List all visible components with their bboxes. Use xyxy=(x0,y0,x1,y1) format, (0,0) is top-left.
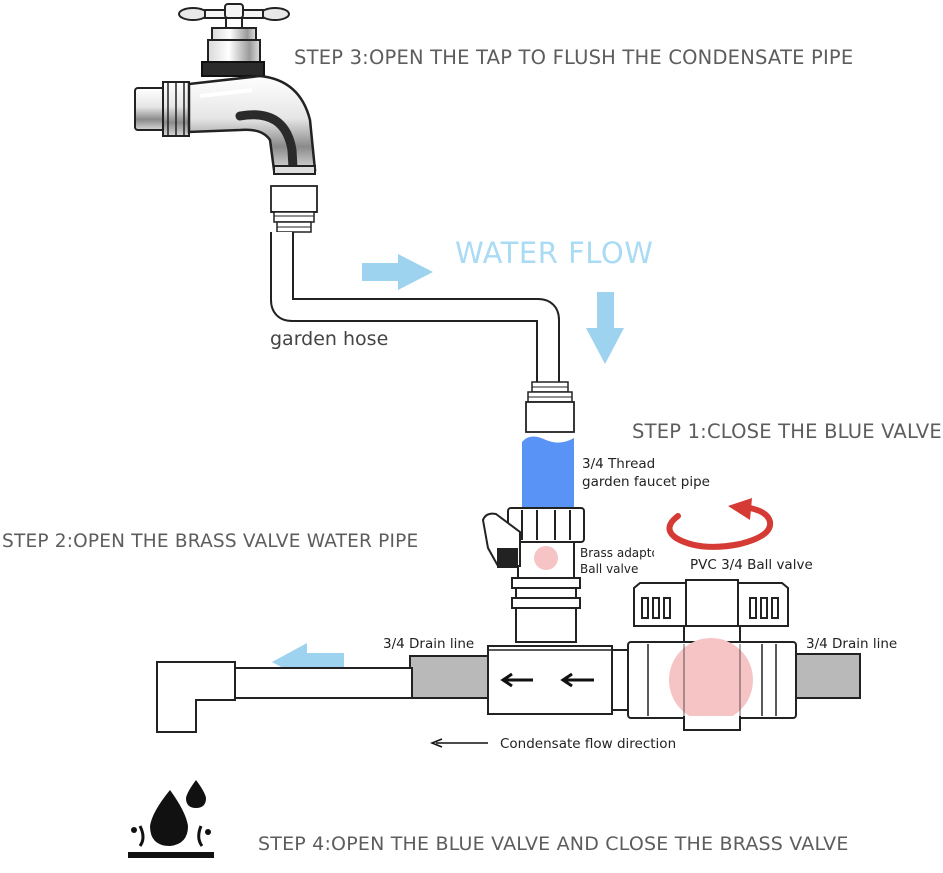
brass-adaptor-label-line1: Brass adaptor xyxy=(580,546,654,560)
thread-pipe-label-line2: garden faucet pipe xyxy=(582,474,710,490)
drain-line xyxy=(156,645,861,733)
step-3-label: STEP 3:OPEN THE TAP TO FLUSH THE CONDENS… xyxy=(294,46,854,69)
thread-pipe-label-line1: 3/4 Thread xyxy=(582,456,656,472)
brass-adaptor-label-line2: Ball valve xyxy=(580,562,639,576)
drain-line-left-label: 3/4 Drain line xyxy=(383,636,475,652)
water-drops-icon xyxy=(128,780,214,858)
pvc-ball-valve xyxy=(627,579,797,731)
water-flow-label: WATER FLOW xyxy=(455,236,654,270)
drain-line-right-label: 3/4 Drain line xyxy=(806,636,898,652)
rotate-arrow-icon xyxy=(666,498,774,550)
garden-hose-label: garden hose xyxy=(270,328,389,350)
step-1-label: STEP 1:CLOSE THE BLUE VALVE xyxy=(632,420,942,443)
brass-adaptor-ball-valve xyxy=(481,507,585,643)
garden-hose xyxy=(270,185,575,433)
step-4-label: STEP 4:OPEN THE BLUE VALVE AND CLOSE THE… xyxy=(258,833,849,855)
step-2-label: STEP 2:OPEN THE BRASS VALVE WATER PIPE xyxy=(2,531,419,552)
condensate-flow-arrow xyxy=(429,738,488,748)
condensate-flow-label: Condensate flow direction xyxy=(500,736,677,752)
pvc-ball-valve-label: PVC 3/4 Ball valve xyxy=(690,557,813,573)
tap-icon xyxy=(134,3,317,175)
blue-faucet-pipe xyxy=(522,436,574,508)
